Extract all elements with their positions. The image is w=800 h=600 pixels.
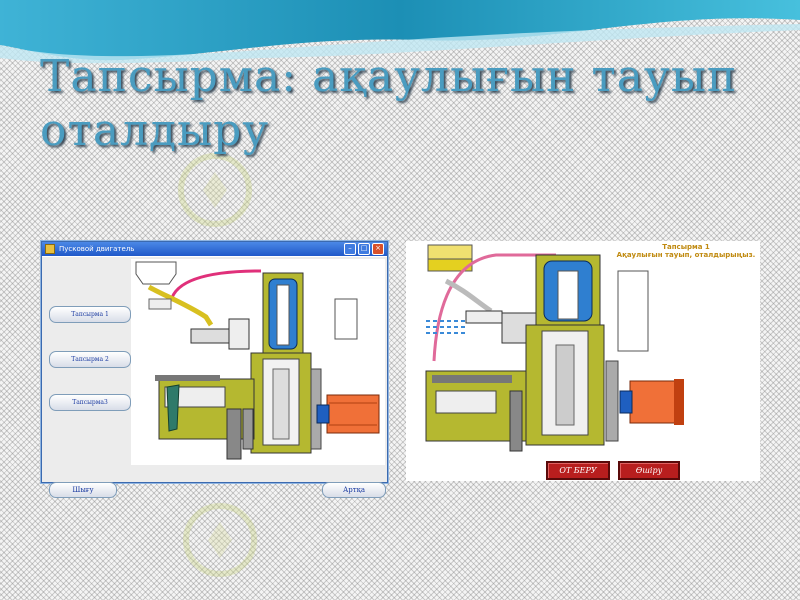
- start-ignition-button[interactable]: ОТ БЕРУ: [546, 461, 610, 480]
- task-3-button[interactable]: Тапсырма3: [49, 394, 131, 411]
- decorative-wave-header: [0, 0, 800, 64]
- minimize-icon[interactable]: –: [344, 243, 356, 255]
- task-heading-line2: Ақаулығын тауып, оталдырыңыз.: [616, 251, 756, 259]
- task-heading-line1: Тапсырма 1: [662, 243, 710, 251]
- exit-button[interactable]: Шығу: [49, 482, 117, 498]
- window-body: Тапсырма 1 Тапсырма 2 Тапсырма3: [42, 257, 387, 498]
- app-icon: [45, 244, 55, 254]
- engine-diagram-right: [425, 244, 684, 452]
- task-panel: Тапсырма 1 Ақаулығын тауып, оталдырыңыз.: [406, 241, 760, 481]
- window-title: Пусковой двигатель: [59, 245, 135, 253]
- engine-app-window: Пусковой двигатель – □ × Тапсырма 1 Тапс…: [41, 241, 388, 498]
- stop-engine-button[interactable]: Өшіру: [618, 461, 680, 480]
- task-heading: Тапсырма 1 Ақаулығын тауып, оталдырыңыз.: [616, 243, 756, 259]
- watermark-emblem: [178, 153, 252, 227]
- engine-diagram: [135, 261, 380, 460]
- task-2-button[interactable]: Тапсырма 2: [49, 351, 131, 368]
- watermark-emblem: [183, 503, 257, 577]
- task-1-button[interactable]: Тапсырма 1: [49, 306, 131, 323]
- window-titlebar: Пусковой двигатель – □ ×: [42, 242, 387, 256]
- close-icon[interactable]: ×: [372, 243, 384, 255]
- maximize-icon[interactable]: □: [358, 243, 370, 255]
- back-button[interactable]: Артқа: [322, 482, 386, 498]
- slide-title: Тапсырма: ақаулығын тауып оталдыру: [40, 51, 738, 156]
- engine-diagram-canvas: [131, 259, 385, 465]
